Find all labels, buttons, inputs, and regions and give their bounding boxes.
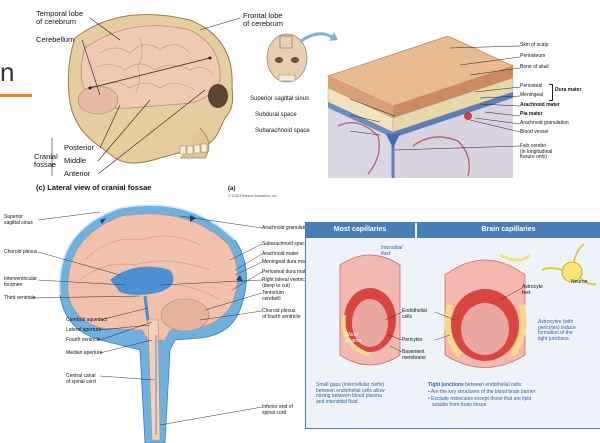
label-periosteal: Periosteal xyxy=(520,83,543,89)
label-tentorium-cerebelli: Tentorium cerebelli xyxy=(262,290,284,302)
header-brain-capillaries: Brain capillaries xyxy=(417,222,600,238)
label-pia-mater: Pia mater xyxy=(520,111,543,117)
label-dura-mater: Dura mater xyxy=(555,87,582,93)
brain-capillary-illustration xyxy=(444,253,532,368)
meninges-cross-section xyxy=(326,36,515,178)
label-arachnoid-granulation: Arachnoid granulation xyxy=(262,225,311,231)
label-meningeal: Meningeal xyxy=(520,92,544,98)
label-superior-sagittal-sinus-top: Superior sagittal sinus xyxy=(250,96,310,102)
label-cranial-fossae: Cranial fossae xyxy=(34,152,58,170)
label-periosteum: Periosteum xyxy=(520,53,546,59)
label-blood-vessel: Blood vessel xyxy=(520,129,549,135)
label-posterior: Posterior xyxy=(64,143,95,152)
caption-most-capillaries: Small gaps (intercellular clefts) betwee… xyxy=(316,382,385,405)
label-right-lateral-ventricle: Right lateral ventricle (deep to cut) xyxy=(262,277,309,289)
neuron-illustration xyxy=(541,243,597,286)
label-falx-cerebri: Falx cerebri (in longitudinal fissure on… xyxy=(520,143,553,160)
label-arachnoid-mater-top: Arachnoid mater xyxy=(520,102,560,108)
label-subarachnoid-space-top: Subarachnoid space xyxy=(255,128,310,134)
label-anterior: Anterior xyxy=(64,169,91,178)
caption-tight-junctions-rest: between endothelial cells: xyxy=(463,382,523,388)
note-astrocytes: Astrocytes (with pericytes) induce forma… xyxy=(538,319,576,342)
skull-brain-illustration xyxy=(51,13,234,176)
label-interstitial-fluid: Interstitial fluid xyxy=(381,245,403,257)
label-cerebral-aqueduct: Cerebral aqueduct xyxy=(66,317,108,323)
label-third-ventricle: Third ventricle xyxy=(4,295,36,301)
label-median-aperture: Median aperture xyxy=(66,350,103,356)
head-thumbnail xyxy=(266,33,308,83)
label-subarachnoid-space: Subarachnoid space xyxy=(262,241,308,247)
label-superior-sagittal-sinus: Superior sagittal sinus xyxy=(4,214,33,226)
meninges-leader-lines xyxy=(349,45,520,151)
label-neuron: Neuron xyxy=(571,279,588,285)
slide-title-fragment: n xyxy=(0,57,15,87)
label-central-canal: Central canal of spinal cord xyxy=(66,373,96,385)
label-meningeal-dura-mater: Meningeal dura mater xyxy=(262,259,311,265)
label-bone-of-skull: Bone of skull xyxy=(520,64,549,70)
caption-tight-junctions: Tight junctions xyxy=(428,382,464,388)
label-astrocyte-feet: Astrocyte feet xyxy=(522,284,543,296)
label-lateral-aperture: Lateral aperture xyxy=(66,327,102,333)
sagittal-leader-lines xyxy=(29,211,263,426)
label-middle: Middle xyxy=(64,156,87,165)
label-leader-lines-top xyxy=(81,17,241,175)
label-subdural-space: Subdural space xyxy=(255,112,297,118)
label-cerebellum: Cerebellum xyxy=(36,35,75,44)
bullet-exclude-molecules: • Exclude molecules except those that ar… xyxy=(428,396,532,408)
caption-brain-capillaries: Tight junctions between endothelial cell… xyxy=(428,382,523,389)
copyright-note: © 2016 Pearson Education, Inc. xyxy=(228,194,278,198)
label-skin-of-scalp: Skin of scalp xyxy=(520,42,549,48)
zoom-arrow xyxy=(299,32,338,44)
bullet-key-structures: • Are the key structures of the blood br… xyxy=(428,389,536,395)
label-temporal-lobe: Temporal lobe of cerebrum xyxy=(36,9,84,27)
label-periosteal-dura-mater: Periosteal dura mater xyxy=(262,269,310,275)
slide-accent-rule xyxy=(0,94,32,97)
label-frontal-lobe: Frontal lobe of cerebrum xyxy=(243,11,284,29)
dura-bracket xyxy=(549,84,553,101)
label-endothelial-cells: Endothelial cells xyxy=(402,308,427,320)
sagittal-csf-illustration xyxy=(58,204,247,443)
label-fourth-ventricle: Fourth ventricle xyxy=(66,337,101,343)
caption-lateral-view: (c) Lateral view of cranial fossae xyxy=(36,183,152,192)
label-interventricular-foramen: Interventricular foramen xyxy=(4,276,38,288)
header-most-capillaries: Most capillaries xyxy=(305,222,415,238)
label-pericytes: Pericytes xyxy=(402,337,423,343)
label-choroid-plexus: Choroid plexus xyxy=(4,249,38,255)
label-choroid-plexus-fourth: Choroid plexus of fourth ventricle xyxy=(262,308,301,320)
label-inferior-end-spinal-cord: Inferior end of spinal cord xyxy=(262,404,293,416)
part-label-a: (a) xyxy=(228,186,236,192)
label-arachnoid-granulation-top: Arachnoid granulation xyxy=(520,120,569,126)
capillary-leader-lines xyxy=(384,287,523,353)
label-basement-membrane: Basement membrane xyxy=(402,349,426,361)
label-blood-plasma: Blood plasma xyxy=(345,332,362,344)
most-capillary-illustration xyxy=(339,254,401,366)
label-arachnoid-mater: Arachnoid mater xyxy=(262,251,299,257)
